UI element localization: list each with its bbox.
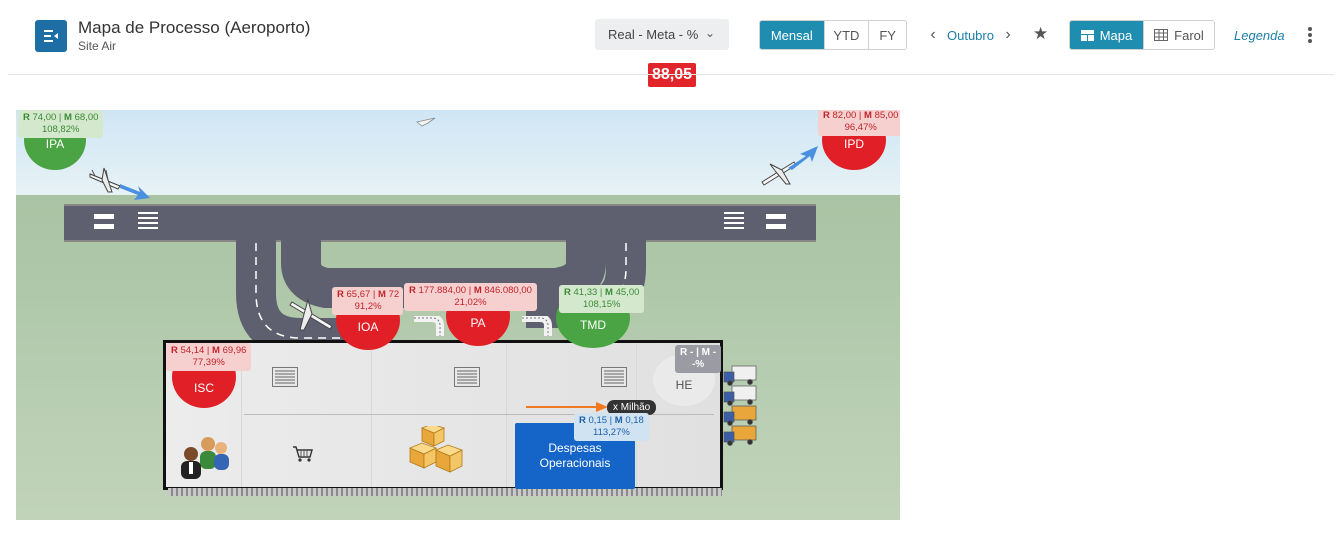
sky [16, 110, 900, 200]
star-icon[interactable]: ★ [1033, 24, 1049, 43]
view-toggle: Mapa Farol [1069, 20, 1215, 50]
node-he-label: HE [675, 378, 693, 392]
tab-farol[interactable]: Farol [1142, 21, 1214, 49]
people-icon [181, 437, 229, 479]
tab-fy[interactable]: FY [868, 21, 906, 49]
node-tmd-label: TMD [580, 318, 606, 332]
top-bar: Mapa de Processo (Aeroporto) Site Air Re… [0, 0, 1342, 87]
node-ioa-label: IOA [357, 320, 379, 334]
tab-ytd[interactable]: YTD [823, 21, 869, 49]
kpi-tmd: R 41,33 | M 45,00 108,15% [559, 285, 645, 313]
page-subtitle: Site Air [78, 39, 117, 53]
map-view-icon [1080, 29, 1094, 41]
more-vertical-icon[interactable] [1305, 24, 1315, 46]
tab-mapa-label: Mapa [1099, 27, 1133, 43]
metric-dropdown[interactable]: Real - Meta - % ⌄ [595, 19, 729, 50]
page-title: Mapa de Processo (Aeroporto) [78, 18, 311, 37]
process-map: IPA R 74,00 | M 68,00 108,82% IPD R 82,0… [16, 110, 900, 520]
table-view-icon [1154, 29, 1169, 41]
kpi-despesas: R 0,15 | M 0,18 113,27% [574, 413, 649, 441]
score-badge: 88,05 [648, 63, 696, 87]
tab-mapa[interactable]: Mapa [1070, 21, 1143, 49]
kpi-ipa: R 74,00 | M 68,00 108,82% [18, 110, 104, 138]
cart-icon [293, 446, 313, 462]
arrow-icon [788, 146, 818, 170]
legend-link[interactable]: Legenda [1234, 28, 1285, 43]
chevron-left-icon[interactable]: ‹ [930, 26, 936, 43]
menu-collapse-icon[interactable] [35, 20, 67, 52]
node-ipa-label: IPA [45, 137, 65, 151]
airplane-icon [416, 117, 436, 127]
jetbridge-icon [522, 316, 552, 336]
chevron-right-icon[interactable]: › [1005, 26, 1011, 43]
server-icon [454, 367, 480, 387]
kpi-pa: R 177.884,00 | M 846.080,00 21,02% [404, 283, 537, 311]
runway [64, 204, 816, 242]
server-icon [272, 367, 298, 387]
server-icon [601, 367, 627, 387]
tab-farol-label: Farol [1174, 27, 1204, 43]
trucks-icon [723, 365, 757, 446]
kpi-he: R - | M - -% [675, 345, 722, 373]
unit-badge: x Milhão [607, 400, 657, 415]
kpi-ioa: R 65,67 | M 72 91,2% [332, 287, 404, 315]
month-navigator: ‹ Outubro › [925, 24, 1016, 46]
tab-mensal[interactable]: Mensal [760, 21, 824, 49]
airplane-icon [89, 167, 121, 193]
jetbridge-icon [414, 316, 444, 336]
apron [168, 488, 722, 496]
kpi-isc: R 54,14 | M 69,96 77,39% [166, 343, 252, 371]
node-isc-label: ISC [193, 381, 214, 395]
chevron-down-icon: ⌄ [704, 26, 715, 40]
kpi-ipd: R 82,00 | M 85,00 96,47% [818, 110, 900, 136]
header-divider [8, 74, 1334, 75]
period-toggle: Mensal YTD FY [759, 20, 907, 50]
node-despesas-label: Despesas Operacionais [539, 441, 611, 470]
node-ipd-label: IPD [843, 137, 864, 151]
month-label[interactable]: Outubro [947, 27, 994, 43]
arrow-icon [120, 184, 150, 200]
boxes-icon [408, 426, 464, 473]
node-pa-label: PA [470, 316, 486, 330]
airplane-icon [289, 298, 333, 331]
metric-dropdown-label: Real - Meta - % [608, 27, 699, 42]
arrow-icon [526, 402, 608, 412]
